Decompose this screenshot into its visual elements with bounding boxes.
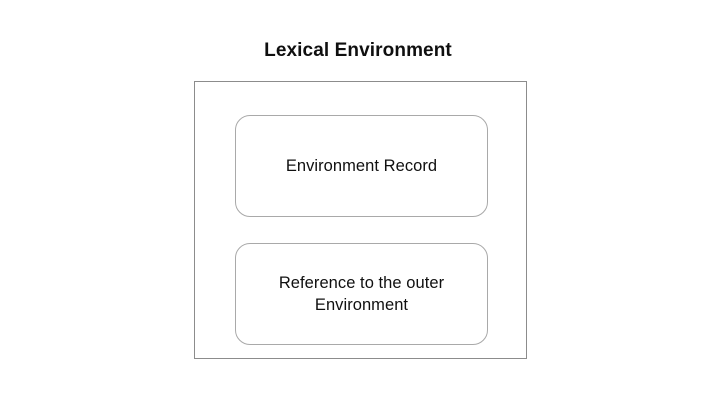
page-title: Lexical Environment — [264, 40, 452, 61]
environment-record-label-line-1: Environment Record — [285, 157, 438, 175]
outer-environment-reference-label: Reference to the outer Environment — [279, 272, 444, 316]
outer-environment-reference-box: Reference to the outer Environment — [235, 243, 488, 345]
lexical-environment-container: Environment Record Reference to the oute… — [194, 81, 527, 359]
environment-record-label: Environment Record — [286, 155, 437, 177]
outer-environment-reference-label-line-2: Environment — [314, 296, 409, 314]
environment-record-box: Environment Record — [235, 115, 488, 217]
outer-environment-reference-label-line-1: Reference to the outer — [278, 274, 445, 292]
